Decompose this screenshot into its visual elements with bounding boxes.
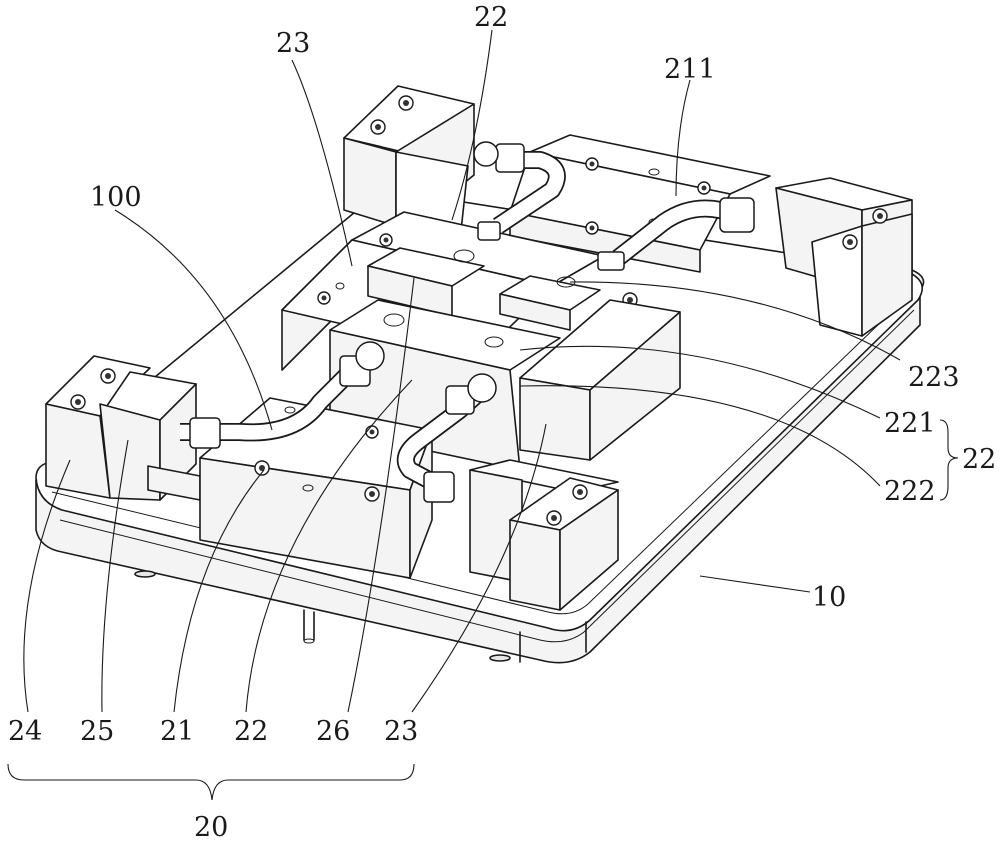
label-21: 21: [160, 716, 194, 747]
label-211: 211: [664, 54, 716, 85]
front-right-housing: [469, 459, 619, 611]
label-10: 10: [812, 582, 846, 613]
label-23-top: 23: [276, 28, 310, 59]
tube-assembly: [180, 141, 755, 503]
label-22-top: 22: [474, 2, 508, 33]
front-block: [199, 397, 433, 579]
label-20: 20: [194, 812, 228, 843]
label-25: 25: [80, 716, 114, 747]
leader-lines: [7, 29, 959, 801]
label-22-group: 22: [962, 444, 996, 475]
label-22-bottom: 22: [234, 716, 268, 747]
rear-left-housing: [343, 85, 475, 241]
label-223: 223: [908, 362, 960, 393]
label-23-bottom: 23: [384, 716, 418, 747]
label-221: 221: [884, 408, 936, 439]
label-24: 24: [8, 716, 42, 747]
reference-labels: 23 22 211 100 223 221 222 22 10 24 25 21…: [8, 2, 996, 843]
label-26: 26: [316, 716, 350, 747]
front-left-housing: [45, 355, 201, 501]
label-100: 100: [90, 182, 142, 213]
label-222: 222: [884, 476, 936, 507]
rear-right-housing: [775, 177, 913, 337]
